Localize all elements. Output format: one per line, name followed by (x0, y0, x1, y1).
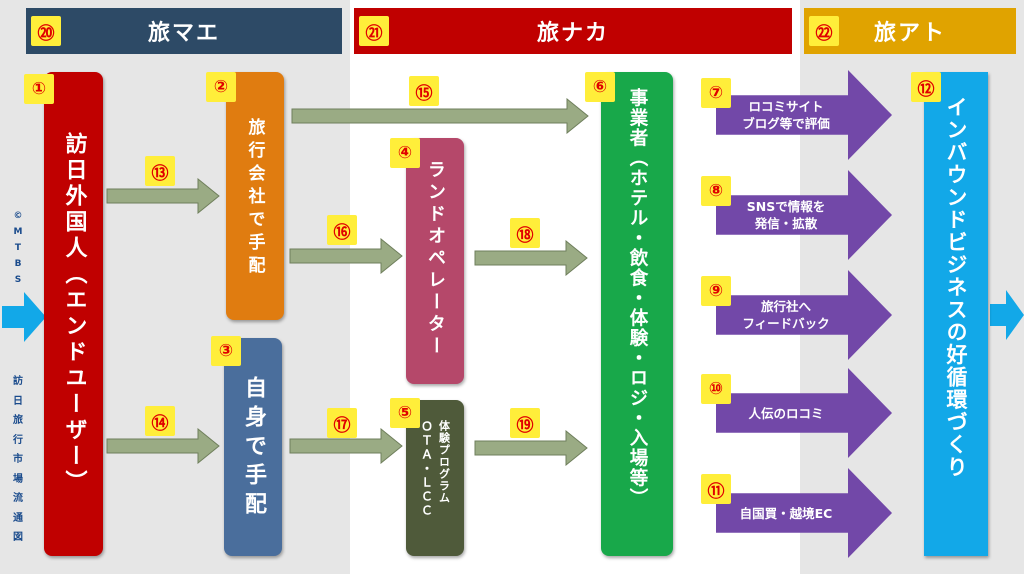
box-travel-agency: 旅行会社で手配 (226, 72, 284, 320)
badge-18: ⑱ (510, 218, 540, 248)
badge-21: ㉑ (359, 16, 389, 46)
flow-arrow-19 (474, 430, 588, 466)
outcome-feedback-line1: 旅行社へ (760, 299, 811, 314)
badge-15: ⑮ (409, 76, 439, 106)
badge-12: ⑫ (911, 72, 941, 102)
box-self-arranged: 自身で手配 (224, 338, 282, 556)
box-businesses: 事業者（ホテル・飲食・体験・ロジ・入場等） (601, 72, 673, 556)
badge-2: ② (206, 72, 236, 102)
box-ota-lcc-line2: 体験プログラム (437, 420, 451, 504)
badge-5: ⑤ (390, 398, 420, 428)
header-during-label: 旅ナカ (536, 21, 609, 46)
badge-17: ⑰ (327, 408, 357, 438)
side-market-label: 訪 日 旅 行 市 場 流 通 図 (13, 376, 23, 543)
box-businesses-label: 事業者（ホテル・飲食・体験・ロジ・入場等） (627, 88, 648, 508)
outcome-sns-line2: 発信・拡散 (754, 216, 818, 231)
badge-11: ⑪ (701, 474, 731, 504)
flow-arrow-15 (291, 98, 589, 134)
box-inbound-cycle: インバウンドビジネスの好循環づくり (924, 72, 988, 556)
exit-arrow (990, 290, 1024, 340)
box-self-arranged-label: 自身で手配 (241, 376, 266, 521)
badge-19: ⑲ (510, 408, 540, 438)
box-end-user: 訪日外国人（エンドユーザー） (44, 72, 103, 556)
header-during: 旅ナカ (354, 8, 792, 54)
badge-22: ㉒ (809, 16, 839, 46)
copyright-label: © M T B S (13, 211, 23, 285)
header-before-label: 旅マエ (147, 21, 220, 46)
flow-arrow-17 (289, 428, 403, 464)
box-land-operator: ランドオペレーター (406, 138, 464, 384)
entry-arrow (2, 292, 46, 342)
box-inbound-cycle-label: インバウンドビジネスの好循環づくり (944, 96, 968, 479)
header-after-label: 旅アト (873, 21, 946, 46)
badge-6: ⑥ (585, 72, 615, 102)
header-before: 旅マエ (26, 8, 342, 54)
badge-4: ④ (390, 138, 420, 168)
badge-13: ⑬ (145, 156, 175, 186)
badge-8: ⑧ (701, 176, 731, 206)
badge-10: ⑩ (701, 374, 731, 404)
box-end-user-label: 訪日外国人（エンドユーザー） (61, 132, 87, 496)
outcome-ec-line1: 自国買・越境EC (739, 505, 833, 521)
badge-16: ⑯ (327, 215, 357, 245)
box-land-operator-label: ランドオペレーター (425, 160, 446, 358)
box-ota-lcc-line1: ＯＴＡ・ＬＣＣ (419, 420, 434, 518)
header-after: 旅アト (804, 8, 1016, 54)
badge-14: ⑭ (145, 406, 175, 436)
flow-arrow-18 (474, 240, 588, 276)
box-travel-agency-label: 旅行会社で手配 (244, 118, 265, 279)
badge-20: ⑳ (31, 16, 61, 46)
badge-3: ③ (211, 336, 241, 366)
badge-7: ⑦ (701, 78, 731, 108)
outcome-word-of-mouth-line1: 人伝のロコミ (748, 405, 824, 421)
flow-arrow-14 (106, 428, 220, 464)
badge-1: ① (24, 74, 54, 104)
badge-9: ⑨ (701, 276, 731, 306)
outcome-sns-line1: SNSで情報を (746, 199, 826, 214)
outcome-review-line2: ブログ等で評価 (742, 116, 830, 131)
outcome-feedback-line2: フィードバック (742, 316, 830, 331)
flow-arrow-16 (289, 238, 403, 274)
outcome-review-line1: ロコミサイト (748, 99, 824, 114)
flow-arrow-13 (106, 178, 220, 214)
